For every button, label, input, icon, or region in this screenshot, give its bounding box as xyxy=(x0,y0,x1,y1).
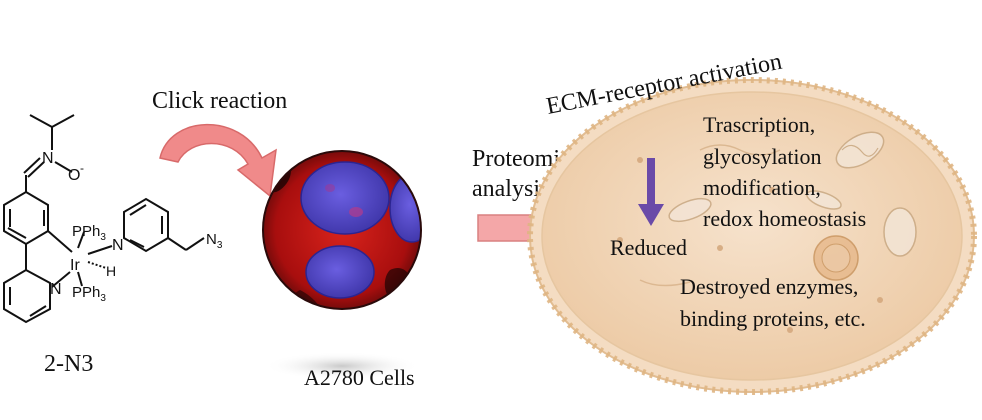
reduced-label: Reduced xyxy=(610,235,687,260)
curved-arrow-icon xyxy=(159,123,277,198)
atom-pph3-bottom: PPh3 xyxy=(72,284,106,304)
destroyed-item-enzymes: Destroyed enzymes, xyxy=(680,274,858,299)
reduced-items-list: Trascription, glycosylation modification… xyxy=(703,112,866,231)
molecule-label: 2-N3 xyxy=(44,351,93,377)
destroyed-item-binding-proteins: binding proteins, etc. xyxy=(680,306,866,331)
molecule-atom-labels: N O - PPh3 Ir H PPh3 N N N3 xyxy=(42,150,223,304)
molecule-structure xyxy=(3,114,205,324)
atom-pyridine-right-n: N xyxy=(112,237,124,254)
atom-pyridine-left-n: N xyxy=(50,281,62,298)
cells-label: A2780 Cells xyxy=(304,365,415,390)
reduced-item-transcription: Trascription, xyxy=(703,112,815,137)
atom-oxygen: O xyxy=(68,167,80,184)
atom-pph3-top: PPh3 xyxy=(72,223,106,243)
micrograph-shadow xyxy=(264,352,420,380)
atom-n-oxide: N xyxy=(42,150,54,167)
reduced-item-modification: modification, xyxy=(703,175,821,200)
reduced-item-glycosylation: glycosylation xyxy=(703,144,822,169)
destroyed-items-list: Destroyed enzymes, binding proteins, etc… xyxy=(680,274,866,331)
atom-azide: N3 xyxy=(206,231,223,251)
cells-micrograph xyxy=(263,151,421,309)
atom-hydride: H xyxy=(106,263,116,279)
micrograph-border xyxy=(262,150,422,310)
click-reaction-label: Click reaction xyxy=(152,88,287,114)
reduced-item-redox: redox homeostasis xyxy=(703,206,866,231)
atom-iridium: Ir xyxy=(70,257,80,274)
down-arrow-icon xyxy=(638,158,664,226)
atom-oxygen-charge: - xyxy=(80,161,84,175)
